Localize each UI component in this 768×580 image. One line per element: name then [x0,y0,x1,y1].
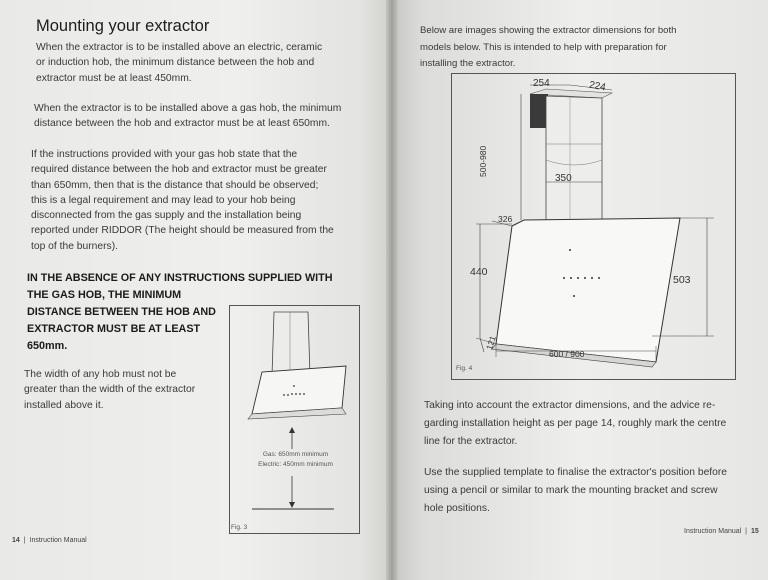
figure-4-label: Fig. 4 [456,365,473,372]
page-number: 14 [12,537,20,544]
dim-hood-height: 440 [470,266,488,278]
electric-clearance-label: Electric: 450mm minimum [258,461,333,468]
right-page: Below are images showing the extractor d… [392,0,768,580]
paragraph-hob-width: The width of any hob must not be greater… [24,367,195,413]
text-line: installed above it. [24,399,104,411]
figure-3-label: Fig. 3 [231,524,248,531]
text-line: The width of any hob must not be [24,369,177,380]
text-line: garding installation height as per page … [424,418,727,429]
text-line: greater than the width of the extractor [24,384,196,396]
paragraph-gas-hob: When the extractor is to be installed ab… [34,101,341,132]
page-number: 15 [750,528,759,535]
text-line: required distance between the hob and ex… [31,164,327,176]
text-line: line for the extractor. [424,436,518,447]
text-line: IN THE ABSENCE OF ANY INSTRUCTIONS SUPPL… [27,272,333,284]
left-page: Mounting your extractor When the extract… [0,0,392,580]
book-spine [386,0,398,580]
text-line: using a pencil or similar to mark the mo… [424,485,718,496]
dim-width: 600 / 900 [549,349,585,359]
extractor-dimensions-diagram [475,84,714,368]
dim-front-offset: 326 [498,214,513,224]
text-line: this is a legal requirement and may lead… [31,194,296,206]
extractor-clearance-diagram [247,311,347,510]
text-line: or induction hob, the minimum distance b… [36,57,315,69]
text-line: distance between the hob and extractor m… [34,118,330,130]
figure-4-box [451,73,736,380]
paragraph-electric-hob: When the extractor is to be installed ab… [36,40,322,86]
gas-clearance-label: Gas: 650mm minimum [262,451,329,458]
figure-3-box [229,305,360,534]
footer-text: Instruction Manual [684,528,742,535]
section-heading: Mounting your extractor [36,17,210,35]
text-line: When the extractor is to be installed ab… [34,103,342,114]
text-line: When the extractor is to be installed ab… [36,42,323,53]
text-line: If the instructions provided with your g… [31,149,298,160]
intro-paragraph: Below are images showing the extractor d… [420,23,677,73]
dim-glass-height: 503 [673,274,691,286]
text-line: DISTANCE BETWEEN THE HOB AND [27,306,216,318]
text-line: Taking into account the extractor dimens… [424,400,716,411]
text-line: THE GAS HOB, THE MINIMUM [27,289,182,301]
text-line: disconnected from the gas supply and the… [31,210,302,222]
text-line: Use the supplied template to finalise th… [424,467,728,478]
paragraph-centre-line: Taking into account the extractor dimens… [424,397,726,451]
text-line: 650mm. [27,340,68,352]
footer-separator: | [23,537,26,544]
page-footer-right: Instruction Manual | 15 [684,528,759,535]
text-line: Below are images showing the extractor d… [420,25,677,36]
footer-text: Instruction Manual [29,537,87,544]
text-line: top of the burners). [31,240,119,252]
text-line: extractor must be at least 450mm. [36,72,192,84]
text-line: installing the extractor. [420,58,516,69]
dim-chimney-width: 350 [555,173,572,184]
paragraph-template: Use the supplied template to finalise th… [424,464,727,518]
warning-notice: IN THE ABSENCE OF ANY INSTRUCTIONS SUPPL… [27,270,333,355]
text-line: than 650mm, then that is the distance th… [31,179,319,191]
text-line: hole positions. [424,503,490,514]
text-line: reported under RIDDOR (The height should… [31,225,334,237]
page-footer-left: 14 | Instruction Manual [12,537,87,544]
footer-separator: | [745,528,747,535]
dim-chimney-height: 500-980 [478,145,488,177]
text-line: models below. This is intended to help w… [420,41,667,53]
text-line: EXTRACTOR MUST BE AT LEAST [27,323,201,335]
dim-top-width: 254 [533,78,550,89]
paragraph-gas-hob-instructions: If the instructions provided with your g… [31,147,334,254]
